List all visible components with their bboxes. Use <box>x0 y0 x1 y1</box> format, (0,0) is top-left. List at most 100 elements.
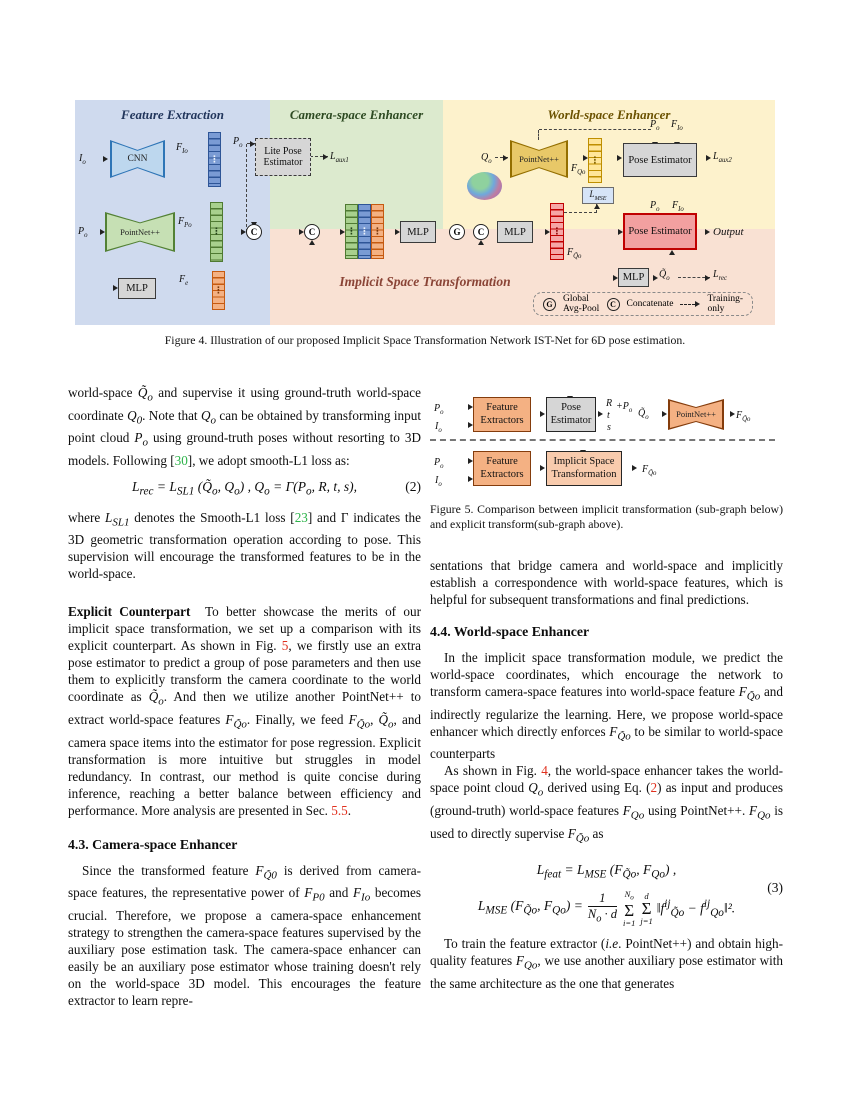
figure4-caption: Figure 4. Illustration of our proposed I… <box>164 333 686 347</box>
arrowhead <box>340 228 345 235</box>
section-heading-4-3: 4.3. Camera-space Enhancer <box>68 836 238 852</box>
implicit-space-transformation-node: Implicit Space Transformation <box>546 451 622 486</box>
section-heading-4-4: 4.4. World-space Enhancer <box>430 624 590 640</box>
pred-world-points-label: Q̃o <box>659 269 670 282</box>
feature-extractors-top-node: Feature Extractors <box>473 397 531 432</box>
arrowhead <box>503 154 508 161</box>
cnn-node: CNN <box>110 140 165 178</box>
fio-input-aux-label: FIo <box>671 119 683 132</box>
connector-line <box>310 156 328 158</box>
connector-line <box>495 157 508 159</box>
arrowhead <box>705 228 710 235</box>
colored-sphere <box>467 172 502 200</box>
fqto-label-top: FQ̃o <box>736 410 751 423</box>
qto-label: Q̃o <box>638 408 649 421</box>
arrowhead <box>323 153 328 160</box>
arrowhead <box>730 410 735 417</box>
equation-2-body: Lrec = LSL1 (Q̃o, Qo) , Qo = Γ(Po, R, t,… <box>131 478 357 498</box>
sigma-icon: Σ <box>624 900 635 920</box>
fio-input-main-label: FIo <box>672 200 684 213</box>
embed-feature-column: ⋮ <box>212 271 225 310</box>
image-feature-label: FIo <box>176 142 188 155</box>
vdots-icon: ⋮ <box>360 226 369 237</box>
legend-concat-label: Concatenate <box>626 299 674 309</box>
rotation-label: R <box>606 398 613 409</box>
paragraph: To train the feature extractor (i.e. Poi… <box>430 936 784 991</box>
connector-line <box>246 144 248 232</box>
embed-feature-label: Fe <box>179 274 189 287</box>
fraction-bar <box>587 906 618 908</box>
loss-rec-label: Lrec <box>713 269 727 282</box>
po-label-bottom: Po <box>434 457 444 470</box>
paragraph: sentations that bridge camera and world-… <box>430 558 783 608</box>
equation-3-number: (3) <box>767 880 783 896</box>
pointnet-world-node: PointNet++ <box>510 140 568 178</box>
mse-loss-label: LMSE <box>589 189 607 202</box>
connector-line <box>678 277 710 279</box>
image-feature-column: ⋮ <box>208 132 221 187</box>
arrowhead <box>545 228 550 235</box>
equation-3-lhs: LMSE (FQ̃o, FQo) = <box>477 898 583 918</box>
panel-title-feature-extraction: Feature Extraction <box>121 107 224 122</box>
concat-circle-1: C <box>246 224 262 240</box>
pointnet-label: PointNet++ <box>120 227 160 237</box>
concat-circle-3: C <box>473 224 489 240</box>
equation-2: Lrec = LSL1 (Q̃o, Qo) , Qo = Γ(Po, R, t,… <box>68 478 421 501</box>
vdots-icon: ⋮ <box>210 154 219 165</box>
arrowhead <box>468 475 473 482</box>
loss-aux2-label: Laux2 <box>713 151 732 164</box>
arrowhead <box>613 274 618 281</box>
po-dashed-label: Po <box>233 136 243 149</box>
world-feature-column-red: ⋮ <box>550 203 564 260</box>
arrowhead <box>598 410 603 417</box>
sum-lower-limit: i=1 <box>623 917 636 928</box>
arrowhead <box>299 228 304 235</box>
arrowhead <box>706 154 711 161</box>
translation-label: t <box>607 410 610 421</box>
vdots-icon: ⋮ <box>212 227 221 237</box>
fqto-label-bottom: FQ̃o <box>642 464 657 477</box>
panel-title-implicit-space-transformation: Implicit Space Transformation <box>339 274 511 289</box>
vdots-icon: ⋮ <box>552 226 562 237</box>
arrowhead <box>241 228 246 235</box>
po-input-main-label: Po <box>650 200 660 213</box>
paragraph-explicit-counterpart: Explicit Counterpart To better showcase … <box>68 604 422 818</box>
cnn-label: CNN <box>127 154 148 164</box>
arrowhead <box>468 457 473 464</box>
sum-upper-limit: d <box>644 890 649 901</box>
concat-feature-column-green: ⋮ <box>345 204 358 259</box>
io-label-bottom: Io <box>435 475 442 488</box>
arrowhead <box>653 274 658 281</box>
arrowhead <box>250 140 255 147</box>
sigma-icon: Σ <box>641 899 652 919</box>
fraction-numerator: 1 <box>599 890 606 905</box>
panel-title-camera-space-enhancer: Camera-space Enhancer <box>289 107 424 122</box>
equation-3-line1: Lfeat = LMSE (FQ̃o, FQo) , <box>536 862 677 882</box>
output-label: Output <box>713 226 744 238</box>
connector-line <box>75 358 775 369</box>
pointnet-camera-node: PointNet++ <box>105 212 175 252</box>
connector-line <box>430 439 775 442</box>
mlp-feat-node: MLP <box>118 278 156 299</box>
equation-3-norm-body: ‖fijQ̃o − fijQo‖². <box>656 897 736 919</box>
concat-feature-column-blue: ⋮ <box>358 204 371 259</box>
world-points-label: Qo <box>481 152 492 165</box>
mlp-mid1-node: MLP <box>400 221 436 243</box>
concat-feature-column-orange: ⋮ <box>371 204 384 259</box>
arrowhead <box>308 240 315 245</box>
arrowhead <box>593 204 600 209</box>
arrowhead <box>113 284 118 291</box>
world-feature-label: FQ̃o <box>567 247 582 260</box>
paragraph: world-space Q̃o and supervise it using g… <box>68 385 421 468</box>
connector-line <box>538 130 540 140</box>
connector-line <box>564 212 597 214</box>
lite-pose-estimator-node: Lite Pose Estimator <box>255 138 311 176</box>
panel-feature-extraction <box>75 100 270 325</box>
pointnet-world-label: PointNet++ <box>519 154 559 164</box>
fraction-denominator: No · d <box>587 907 618 925</box>
input-points-label: Po <box>78 226 88 239</box>
scale-label: s <box>607 422 611 433</box>
figure4-architecture-diagram: Feature Extraction Camera-space Enhancer… <box>75 100 775 325</box>
figure5-caption: Figure 5. Comparison between implicit tr… <box>430 502 783 531</box>
concat-icon: C <box>606 297 620 311</box>
